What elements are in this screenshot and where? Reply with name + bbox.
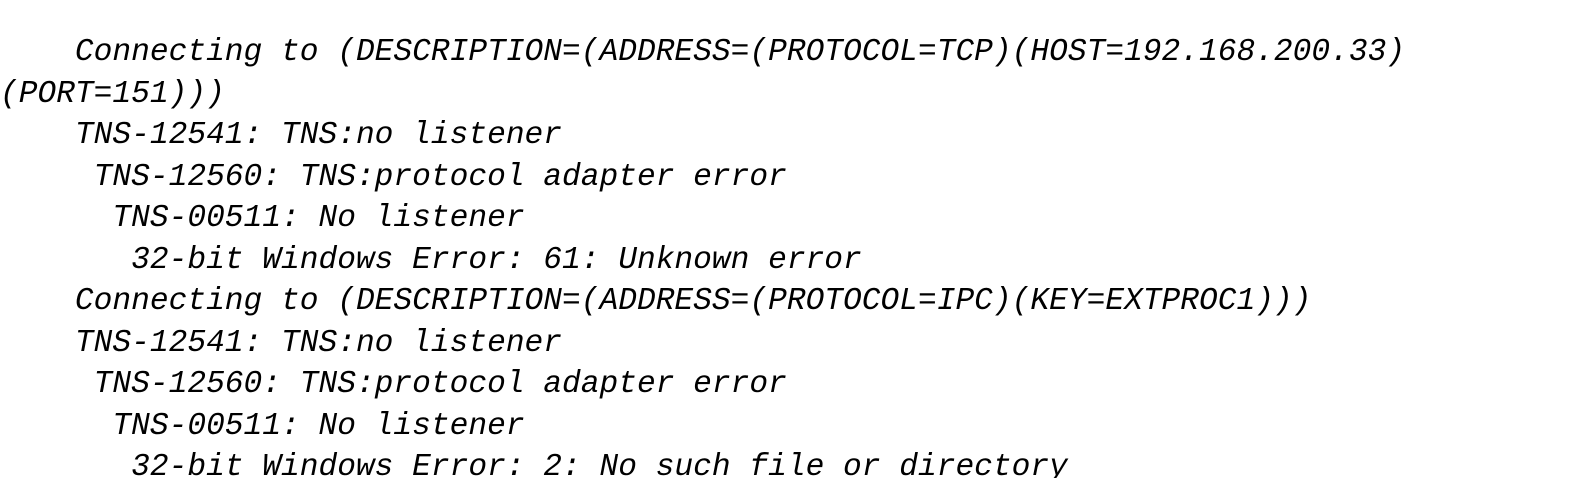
output-line: TNS-12560: TNS:protocol adapter error (0, 159, 787, 195)
output-line: (PORT=151))) (0, 76, 225, 112)
output-line: TNS-00511: No listener (0, 201, 525, 237)
output-line: Connecting to (DESCRIPTION=(ADDRESS=(PRO… (0, 35, 1406, 71)
output-line: 32-bit Windows Error: 2: No such file or… (0, 450, 1068, 478)
output-line: Connecting to (DESCRIPTION=(ADDRESS=(PRO… (0, 284, 1312, 320)
terminal-output: Connecting to (DESCRIPTION=(ADDRESS=(PRO… (0, 31, 1578, 478)
output-line: TNS-12560: TNS:protocol adapter error (0, 367, 787, 403)
output-line: TNS-12541: TNS:no listener (0, 325, 563, 361)
output-line: 32-bit Windows Error: 61: Unknown error (0, 242, 862, 278)
output-line: TNS-12541: TNS:no listener (0, 118, 563, 154)
output-line: TNS-00511: No listener (0, 408, 525, 444)
